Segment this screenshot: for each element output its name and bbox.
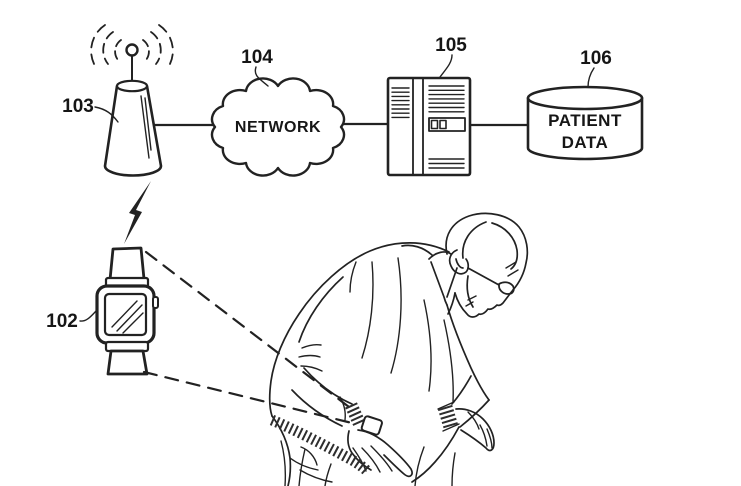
server-vents-left bbox=[391, 87, 410, 119]
dashed-line-watch-bottom bbox=[142, 370, 354, 425]
database-icon: PATIENT DATA bbox=[526, 85, 644, 161]
patient-right-hand bbox=[455, 408, 495, 452]
network-cloud: NETWORK bbox=[210, 77, 346, 177]
leader-106 bbox=[587, 67, 595, 88]
watch-strap-top bbox=[108, 246, 146, 282]
leader-103 bbox=[94, 106, 119, 123]
wrist-watch-icon bbox=[360, 415, 383, 436]
tower-cone bbox=[103, 84, 163, 177]
glasses-icon bbox=[467, 267, 515, 295]
leader-105 bbox=[439, 54, 453, 78]
patient-figure bbox=[268, 212, 529, 486]
lightning-bolt-icon bbox=[124, 181, 151, 244]
patient-left-hand bbox=[357, 429, 413, 478]
watch-crown bbox=[152, 296, 159, 309]
database-label-line1: PATIENT bbox=[548, 111, 622, 130]
waist-strap bbox=[269, 414, 372, 476]
server-icon bbox=[386, 76, 472, 177]
smartwatch-icon bbox=[95, 246, 159, 376]
server-vents-right bbox=[428, 85, 465, 113]
hatched-bands bbox=[269, 402, 459, 476]
label-103: 103 bbox=[62, 96, 94, 117]
watch-screen bbox=[103, 292, 148, 337]
patient-head bbox=[445, 212, 529, 291]
database-label-line2: DATA bbox=[562, 133, 609, 152]
patient-face bbox=[454, 289, 514, 318]
cell-tower-icon bbox=[90, 24, 174, 177]
leader-102 bbox=[79, 309, 98, 322]
label-102: 102 bbox=[46, 311, 78, 332]
screen-reflection bbox=[111, 300, 144, 334]
antenna-ball bbox=[125, 43, 139, 57]
collar bbox=[428, 251, 458, 306]
sweater-cuff bbox=[437, 404, 459, 430]
patient-ear bbox=[448, 249, 470, 275]
label-105: 105 bbox=[435, 35, 467, 56]
network-label: NETWORK bbox=[235, 119, 321, 136]
dashed-line-watch-top bbox=[144, 250, 351, 409]
label-106: 106 bbox=[580, 48, 612, 69]
reference-labels: 103 104 105 106 102 bbox=[46, 35, 612, 332]
server-vents-bottom bbox=[428, 158, 465, 169]
watch-strap-bottom bbox=[106, 349, 149, 376]
radio-waves-icon bbox=[90, 24, 174, 70]
wrist-watch-band bbox=[345, 402, 366, 428]
leader-104 bbox=[254, 66, 269, 87]
label-104: 104 bbox=[241, 47, 273, 68]
